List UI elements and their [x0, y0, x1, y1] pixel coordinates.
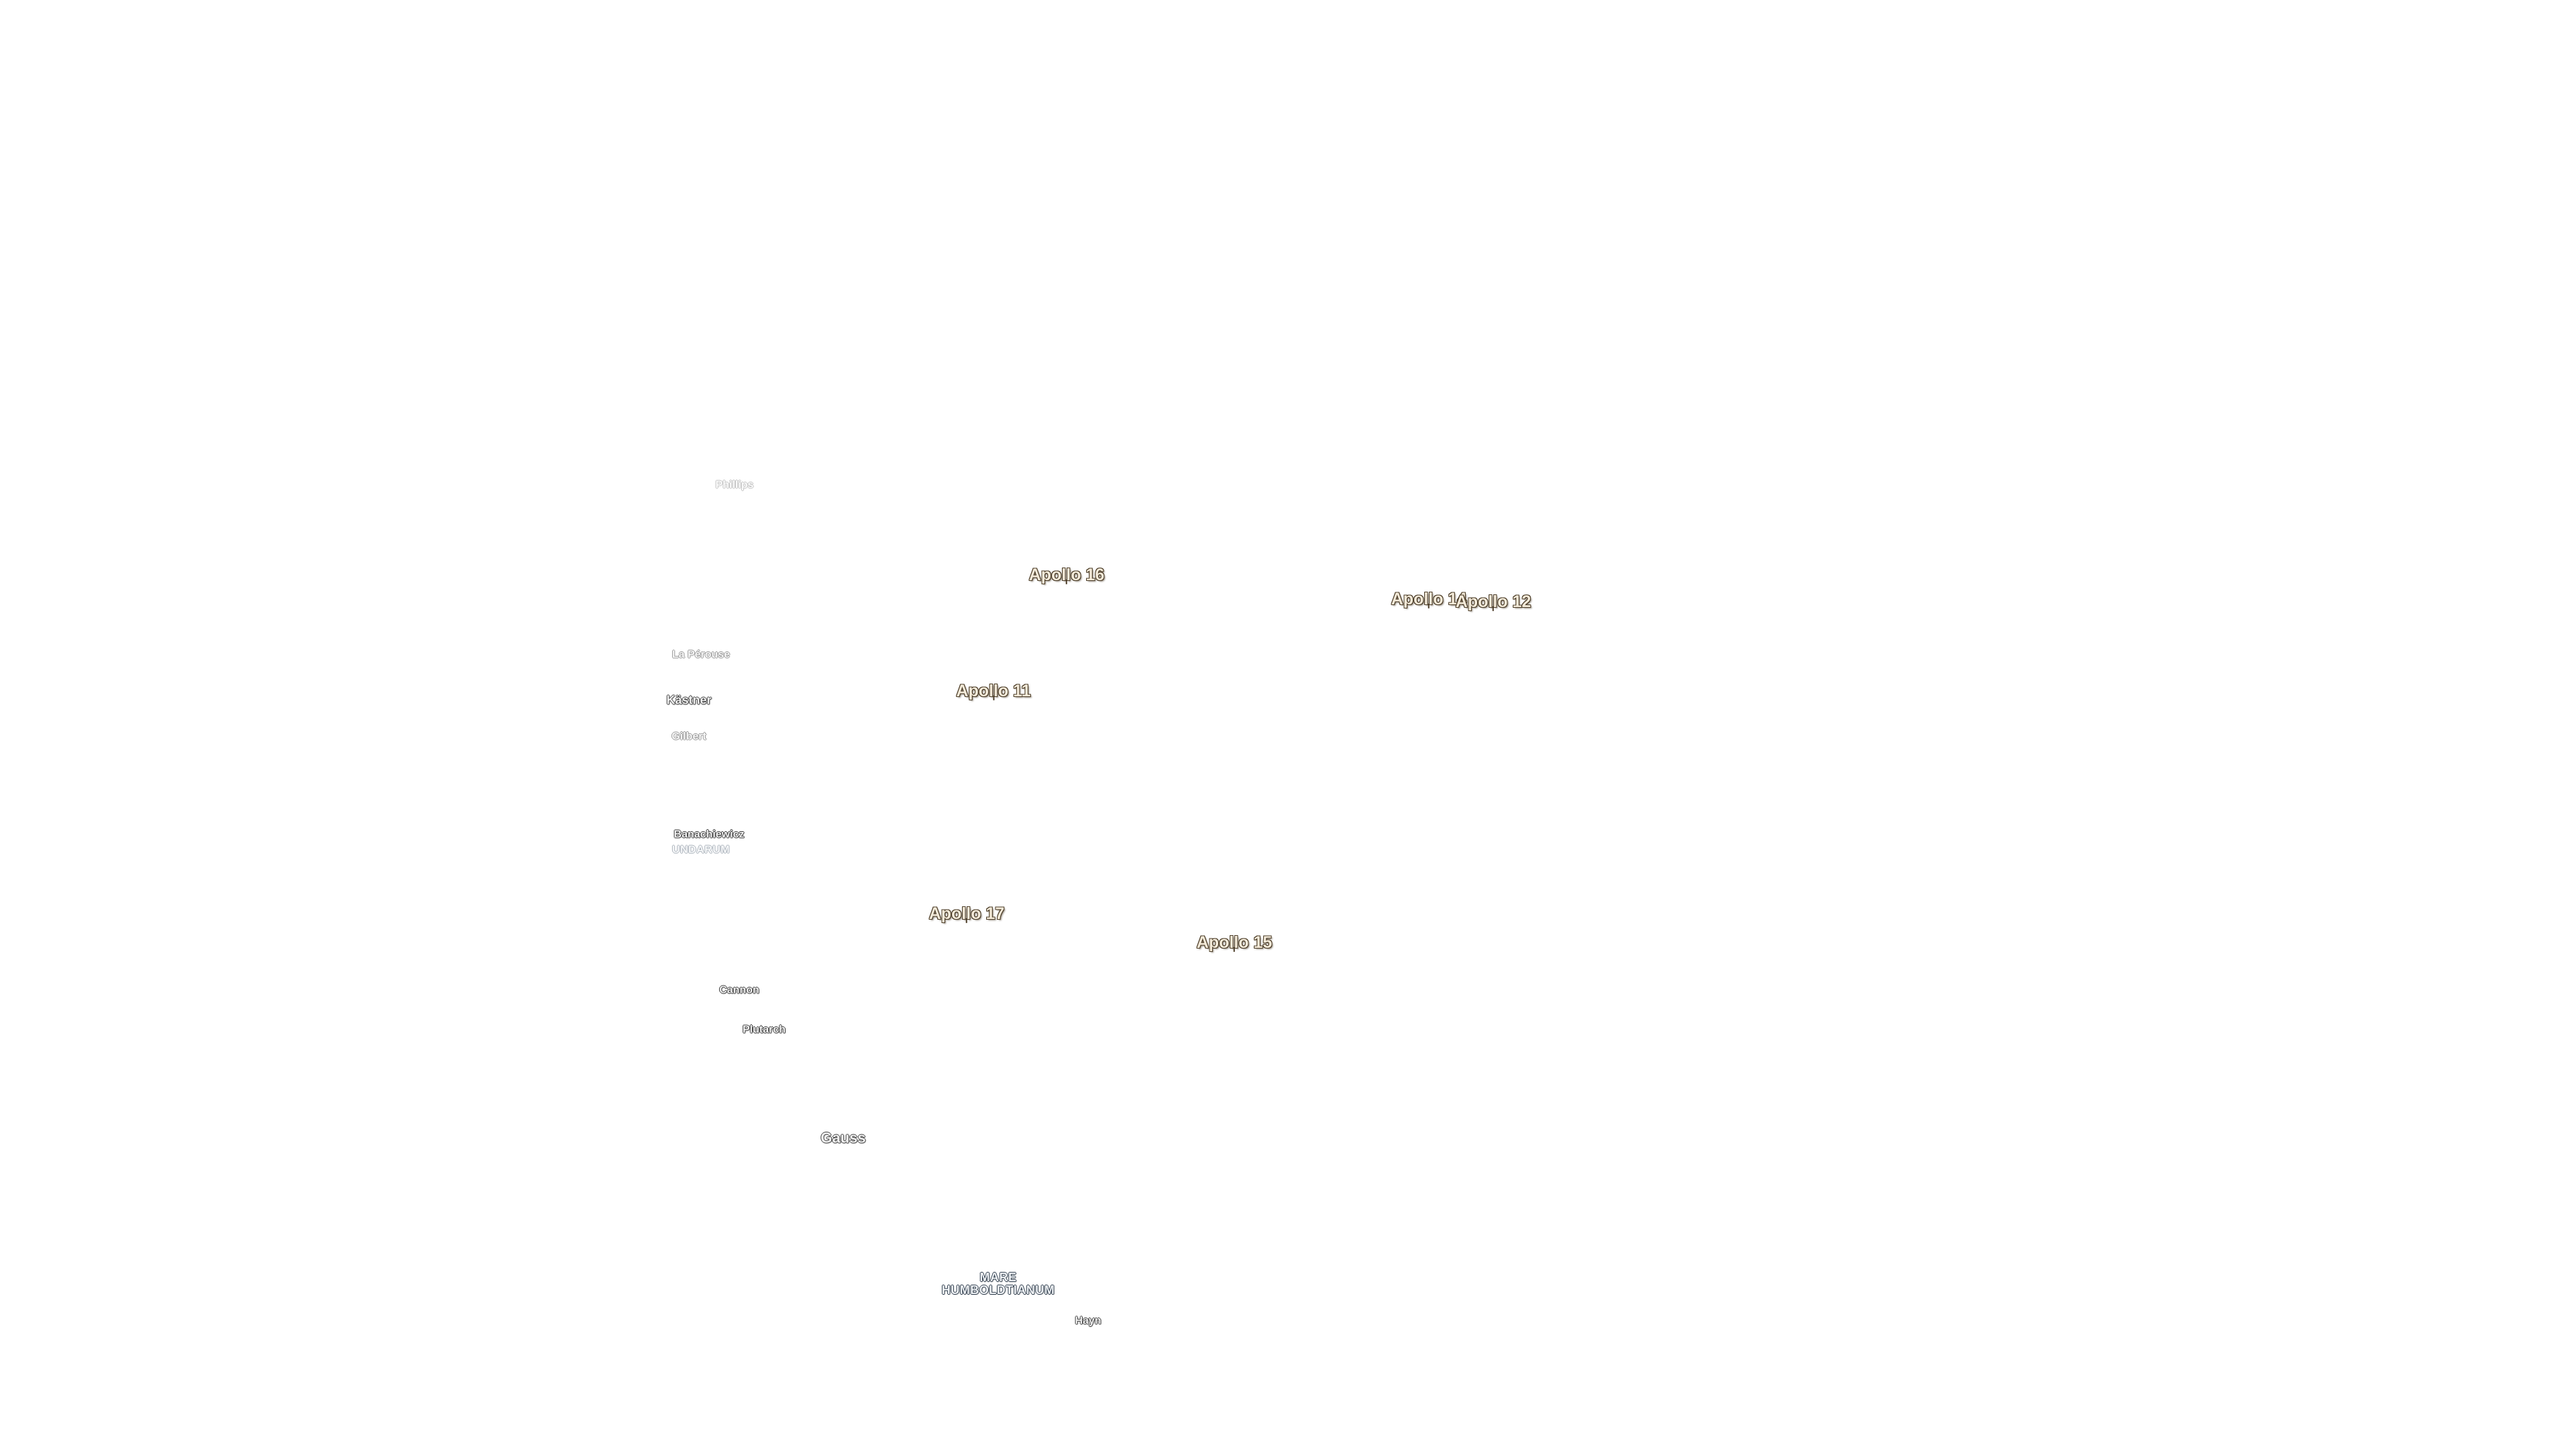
- landing-marker-icon: [992, 696, 994, 701]
- landing-marker-icon: [1492, 606, 1494, 612]
- crater-plutarch-label[interactable]: Plutarch: [742, 1024, 786, 1036]
- crater-gilbert-label[interactable]: Gilbert: [672, 731, 706, 743]
- crater-la-perouse-label[interactable]: La Pérouse: [672, 649, 731, 661]
- crater-hayn-label[interactable]: Hayn: [1075, 1315, 1102, 1327]
- mare-humboldtianum-line1: MARE: [979, 1271, 1017, 1285]
- crater-phillips-label[interactable]: Phillips: [715, 479, 754, 491]
- landing-marker-icon: [965, 918, 967, 924]
- mare-undarum-label[interactable]: UNDARUM: [672, 844, 731, 856]
- apollo-11-label[interactable]: Apollo 11: [956, 681, 1031, 701]
- landing-marker-icon: [1428, 604, 1430, 609]
- apollo-14-label[interactable]: Apollo 14: [1391, 589, 1467, 609]
- apollo-16-label[interactable]: Apollo 16: [1028, 565, 1105, 585]
- mare-humboldtianum-line2: HUMBOLDTIANUM: [941, 1283, 1055, 1297]
- crater-cannon-label[interactable]: Cannon: [719, 984, 759, 996]
- landing-marker-icon: [1065, 580, 1067, 585]
- crater-gauss-label[interactable]: Gauss: [820, 1129, 866, 1146]
- landing-marker-icon: [1233, 947, 1235, 953]
- crater-kastner-label[interactable]: Kästner: [666, 693, 712, 707]
- mare-humboldtianum-label[interactable]: MARE HUMBOLDTIANUM: [942, 1271, 1055, 1297]
- crater-banachiewicz-label[interactable]: Banachiewicz: [674, 828, 745, 841]
- apollo-17-label[interactable]: Apollo 17: [928, 904, 1005, 924]
- apollo-15-label[interactable]: Apollo 15: [1196, 932, 1273, 953]
- apollo-12-label[interactable]: Apollo 12: [1455, 592, 1532, 612]
